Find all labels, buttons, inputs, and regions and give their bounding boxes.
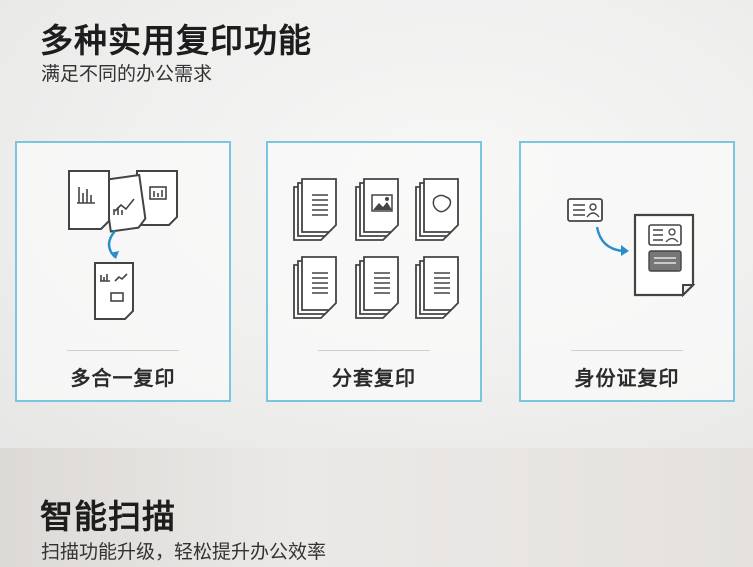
card-id-card-copy: 身份证复印 bbox=[519, 141, 735, 402]
scan-section-subtitle: 扫描功能升级，轻松提升办公效率 bbox=[41, 541, 327, 563]
card-label: 身份证复印 bbox=[574, 366, 680, 390]
multi-to-one-copy-icon bbox=[68, 170, 178, 320]
card-multi-in-one-copy: 多合一复印 bbox=[15, 141, 231, 402]
card-divider bbox=[67, 350, 179, 351]
section-title: 多种实用复印功能 bbox=[40, 21, 312, 60]
scan-section-title: 智能扫描 bbox=[40, 497, 176, 536]
scan-section-background bbox=[0, 448, 753, 567]
card-label: 多合一复印 bbox=[70, 366, 176, 390]
id-card-copy-icon bbox=[567, 198, 696, 298]
card-collate-copy: 分套复印 bbox=[266, 141, 482, 402]
section-subtitle: 满足不同的办公需求 bbox=[41, 63, 213, 85]
card-divider bbox=[571, 350, 683, 351]
card-divider bbox=[318, 350, 430, 351]
card-label: 分套复印 bbox=[332, 366, 416, 390]
collate-copy-icon bbox=[293, 178, 459, 319]
